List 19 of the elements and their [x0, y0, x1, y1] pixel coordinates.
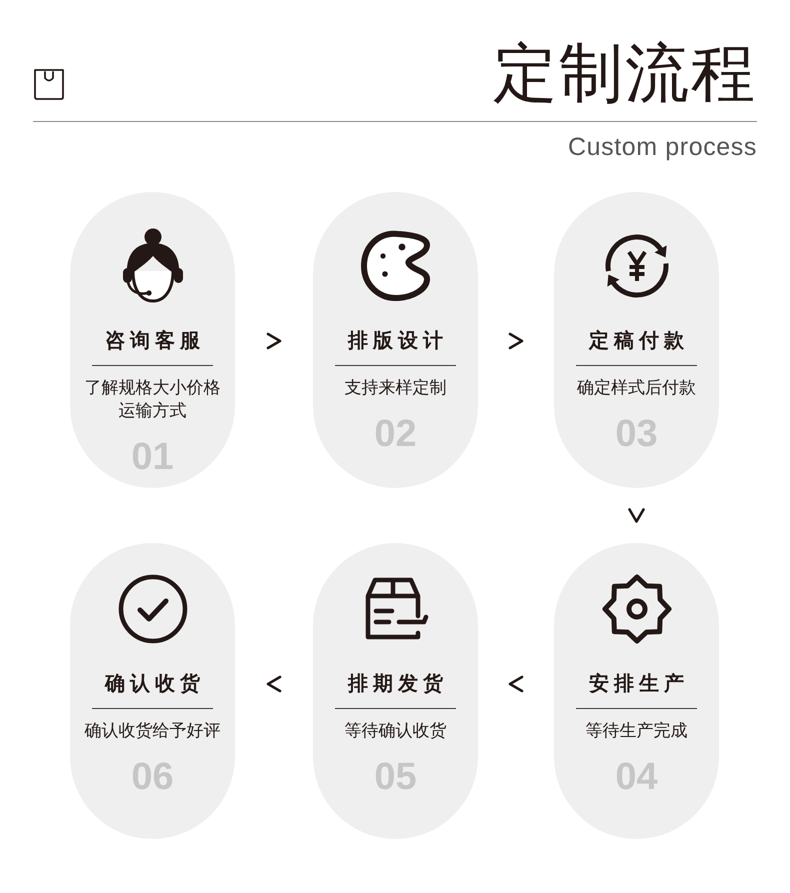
- subtitle: Custom process: [568, 132, 757, 163]
- chevron-arrow: [266, 332, 282, 350]
- step-title: 咨询客服: [104, 327, 205, 354]
- chevron-arrow: [266, 676, 282, 692]
- step-description: 确定样式后付款: [576, 377, 697, 400]
- step-title: 确认收货: [104, 670, 205, 697]
- page-title: 定制流程: [493, 40, 757, 108]
- step-title: 排期发货: [346, 670, 448, 697]
- step-description: 等待生产完成: [584, 720, 688, 743]
- step-description: 支持来样定制: [344, 377, 448, 400]
- step-title: 排版设计: [346, 327, 448, 354]
- chevron-arrow: [508, 332, 524, 350]
- chevron-arrow: [508, 676, 524, 692]
- step-title: 安排生产: [588, 670, 689, 697]
- chevron-arrow: [628, 508, 645, 523]
- step-title: 定稿付款: [588, 327, 689, 354]
- step-description: 了解规格大小价格运输方式: [84, 377, 222, 423]
- step-description: 确认收货给予好评: [84, 720, 222, 743]
- step-description: 等待确认收货: [344, 720, 448, 743]
